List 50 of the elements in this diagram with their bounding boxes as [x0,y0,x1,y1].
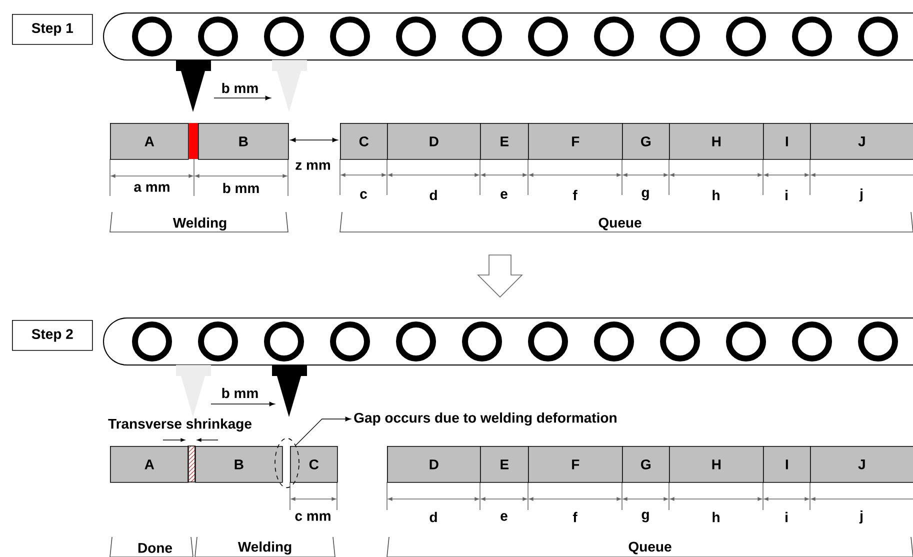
plate-box: G [622,123,670,160]
dimension-label: g [642,190,649,200]
plate-box: H [669,446,764,483]
callout-text: Gap occurs due to welding deformation [354,412,616,426]
group-label: Welding [238,541,292,555]
plate-box: B [195,446,283,483]
plate-box: C [290,446,338,483]
dimension-label: j [859,188,862,202]
dimension-label: b mm [222,388,258,398]
dimension-label: c [360,191,367,199]
dimension-label: f [572,512,578,522]
dimension-label: f [572,190,578,200]
plate-box: F [528,123,623,160]
leader-line [295,416,351,446]
plate-box: I [763,446,811,483]
dimension-label: i [786,512,788,522]
dimension-label: d [430,190,437,200]
dashed-ellipse [274,438,300,488]
group-label: Queue [628,542,672,554]
group-label: Transverse shrinkage [108,418,252,432]
dimension-label: b mm [222,82,258,94]
plate-box: F [528,446,623,483]
group-label: Welding [172,217,226,231]
dimension-label: d [430,512,437,522]
plate-box: I [763,123,811,160]
dimension-label: e [500,513,508,521]
dimension-label: b mm [223,182,259,194]
plate-box: H [669,123,764,160]
dimension-label: c mm [295,513,330,521]
dimension-label: g [642,512,649,522]
dimension-label: h [712,190,720,200]
plate-box: A [110,123,189,160]
dimension-label: i [786,190,788,200]
step-box: Step 1 [12,14,93,45]
group-label: Done [138,543,172,553]
dimension-label: j [859,510,862,524]
dimension-label: e [500,191,508,199]
plate-box: A [110,446,189,483]
dimension-label: a mm [134,184,170,192]
plate-box: C [340,123,388,160]
dimension-label: z mm [296,162,330,170]
plate-box: B [198,123,289,160]
plate-box: E [480,123,529,160]
step-box: Step 2 [12,320,93,351]
dimension-label: h [712,512,720,522]
plate-box: D [387,123,481,160]
plate-box: D [387,446,481,483]
plate-box: E [480,446,529,483]
plate-box: G [622,446,670,483]
group-label: Queue [598,218,642,230]
